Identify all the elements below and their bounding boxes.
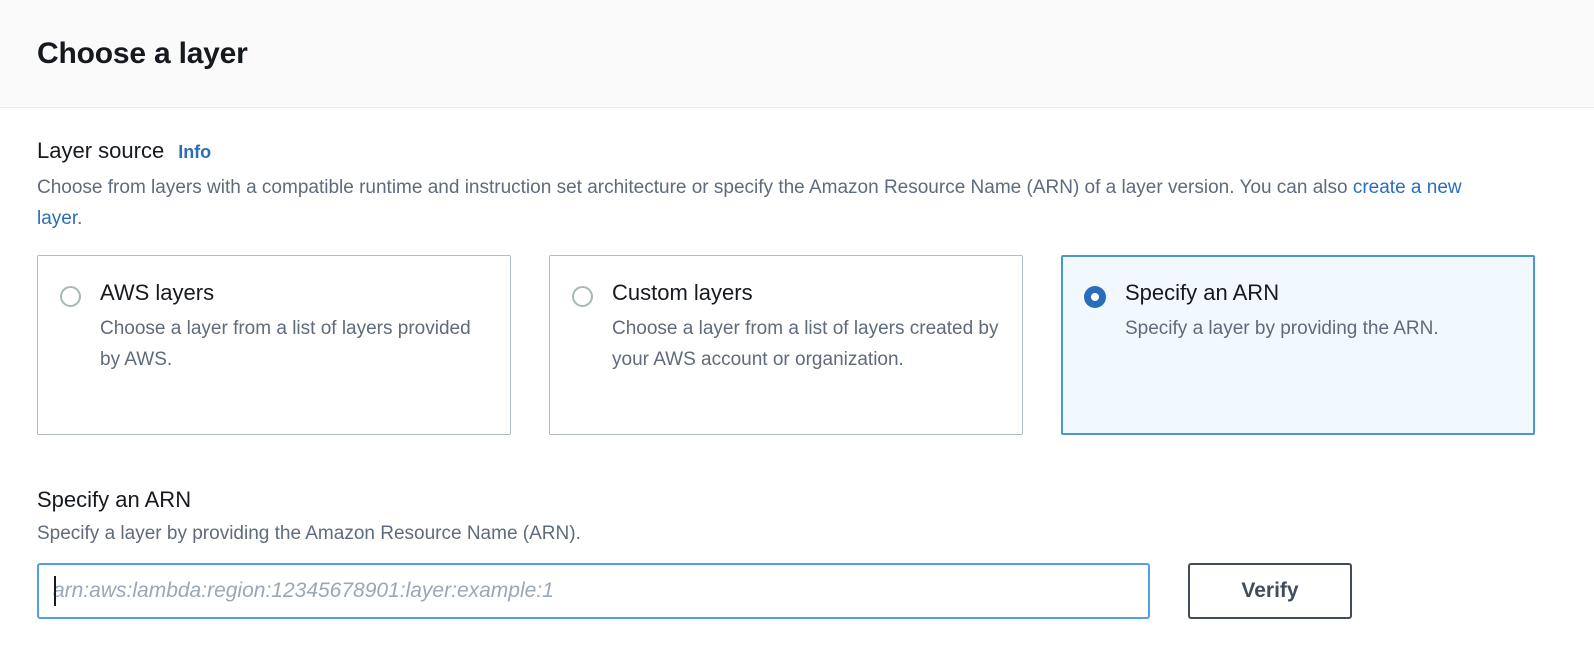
layer-source-label: Layer source: [37, 138, 165, 163]
radio-tile-aws-layers[interactable]: AWS layers Choose a layer from a list of…: [37, 255, 511, 435]
layer-source-description: Choose from layers with a compatible run…: [37, 172, 1477, 234]
radio-tile-description-specify-an-arn: Specify a layer by providing the ARN.: [1125, 318, 1439, 339]
layer-source-radio-group: AWS layers Choose a layer from a list of…: [37, 255, 1557, 435]
arn-input-wrapper: [37, 563, 1150, 619]
layer-source-description-text-1: Choose from layers with a compatible run…: [37, 177, 1353, 198]
verify-button[interactable]: Verify: [1188, 563, 1352, 619]
radio-tile-title-specify-an-arn: Specify an ARN: [1125, 280, 1280, 305]
radio-tile-title-custom-layers: Custom layers: [612, 280, 753, 305]
layer-source-description-text-2: .: [77, 208, 83, 229]
radio-tile-specify-an-arn[interactable]: Specify an ARN Specify a layer by provid…: [1061, 255, 1535, 435]
modal-header: Choose a layer: [0, 0, 1594, 108]
radio-tile-description-aws-layers: Choose a layer from a list of layers pro…: [100, 318, 471, 370]
radio-tile-description-custom-layers: Choose a layer from a list of layers cre…: [612, 318, 999, 370]
info-link[interactable]: Info: [178, 142, 212, 162]
page-title: Choose a layer: [37, 36, 248, 70]
text-cursor: [54, 576, 56, 606]
arn-section-heading: Specify an ARN: [37, 487, 192, 512]
arn-input[interactable]: [37, 563, 1150, 619]
radio-icon-specify-an-arn[interactable]: [1084, 286, 1106, 308]
arn-input-row: Verify: [37, 563, 1557, 619]
layer-source-label-row: Layer source Info: [37, 138, 1557, 164]
arn-section-subtext: Specify a layer by providing the Amazon …: [37, 523, 581, 544]
radio-tile-title-aws-layers: AWS layers: [100, 280, 215, 305]
create-a-new-layer-link[interactable]: create a new layer: [37, 177, 1462, 229]
radio-tile-custom-layers[interactable]: Custom layers Choose a layer from a list…: [549, 255, 1023, 435]
arn-section: Specify an ARN Specify a layer by provid…: [37, 487, 1557, 619]
radio-icon-custom-layers[interactable]: [572, 286, 593, 307]
radio-icon-aws-layers[interactable]: [60, 286, 81, 307]
modal-body: Layer source Info Choose from layers wit…: [0, 108, 1594, 619]
